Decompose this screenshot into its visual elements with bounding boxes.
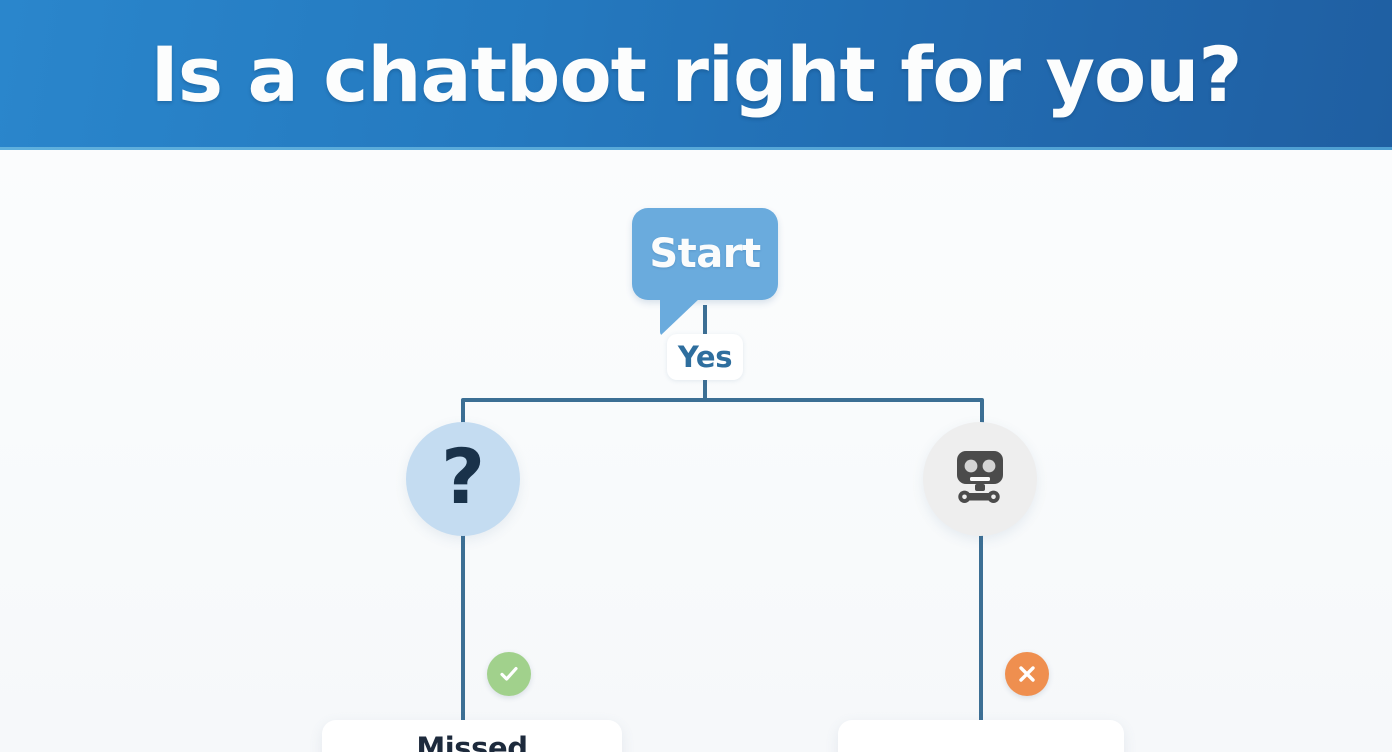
page-title: Is a chatbot right for you? [150, 30, 1243, 119]
status-badge-check [487, 652, 531, 696]
start-node-label: Start [649, 231, 761, 277]
question-mark-icon: ? [440, 432, 486, 521]
result-card-right-text: Use Chatbot [890, 751, 1072, 752]
start-node[interactable]: Start [632, 208, 778, 336]
flowchart-canvas: Start Yes ? [0, 150, 1392, 752]
robot-icon [957, 451, 1003, 503]
result-card-left[interactable]: Missed Leads after hours? [322, 720, 622, 752]
check-icon [500, 667, 518, 681]
status-badge-close [1005, 652, 1049, 696]
branch-left-icon-circle[interactable]: ? [406, 422, 520, 536]
page-header: Is a chatbot right for you? [0, 0, 1392, 150]
branch-right-icon-circle[interactable] [923, 422, 1037, 536]
result-card-right[interactable]: Use Chatbot [838, 720, 1124, 752]
edge-label-yes: Yes [667, 334, 743, 380]
close-icon [1019, 666, 1035, 682]
connector-lines [461, 305, 984, 722]
speech-bubble-tail-icon [660, 298, 700, 336]
result-card-left-text: Missed Leads after hours? [323, 729, 621, 752]
edge-label-yes-text: Yes [677, 340, 733, 374]
result-card-left-line1: Missed [416, 731, 528, 752]
